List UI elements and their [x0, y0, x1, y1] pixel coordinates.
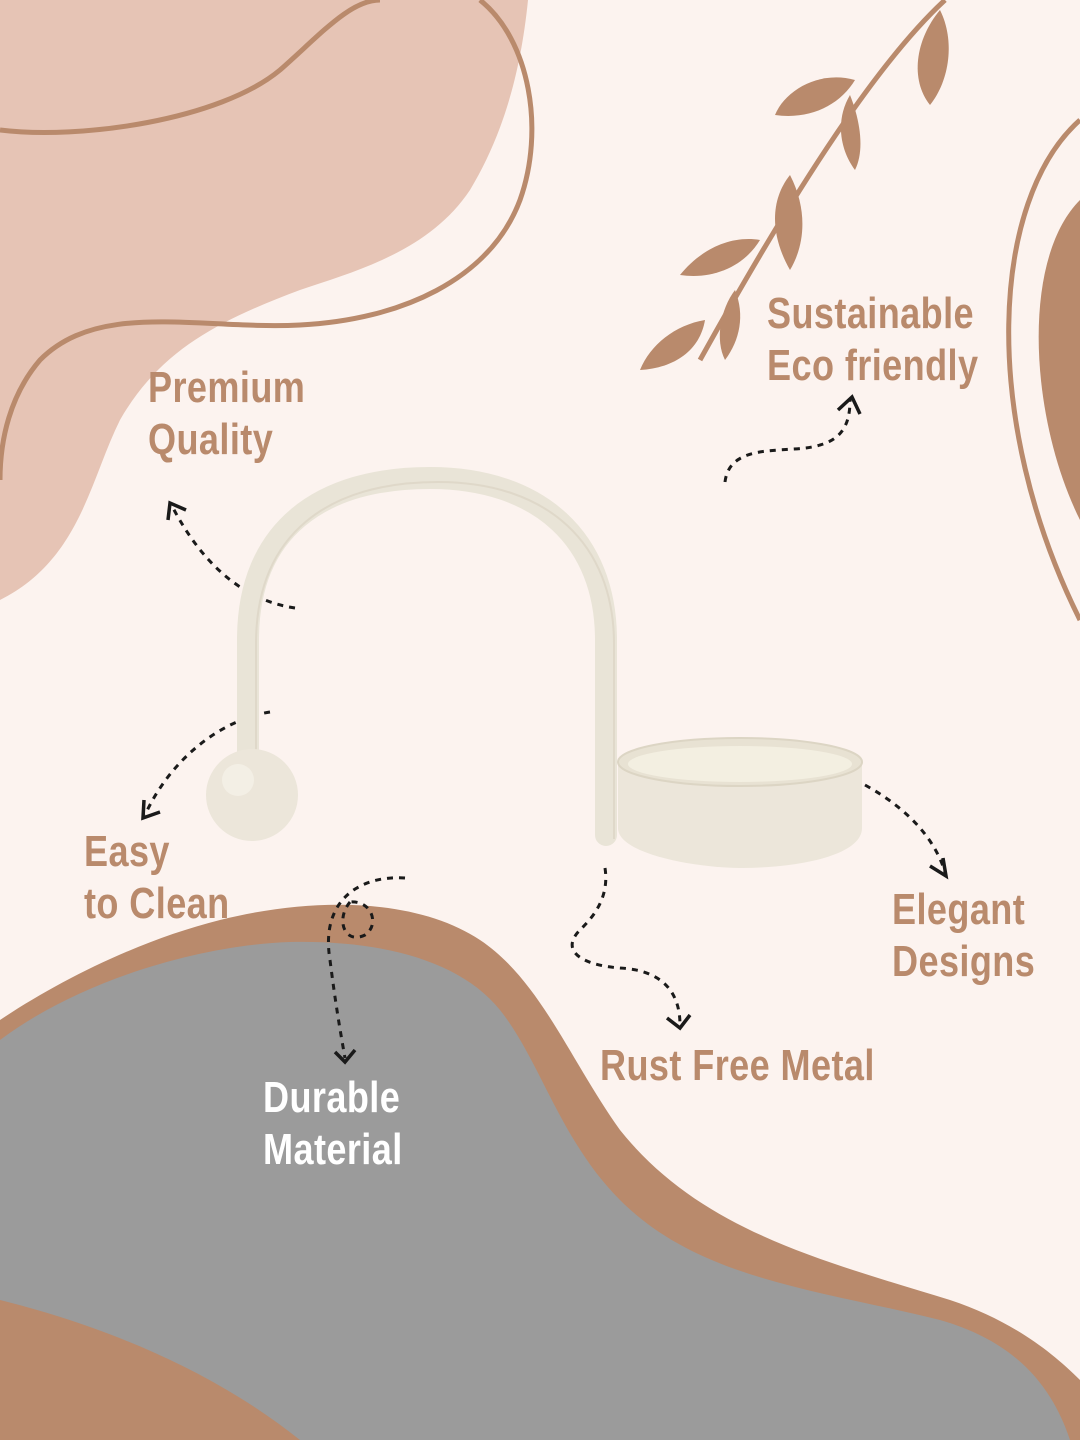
feature-premium-quality: Premium Quality [148, 362, 305, 466]
right-arc-outline [1006, 118, 1080, 622]
holder-cup-body [618, 760, 862, 868]
outline-curve-top [0, 0, 381, 135]
feature-elegant-line2: Designs [892, 937, 1036, 986]
blush-blob-shape [0, 0, 528, 600]
feature-easy-line1: Easy [84, 827, 170, 876]
arrow-sustainable [723, 399, 852, 483]
feature-easy-to-clean: Easy to Clean [84, 826, 230, 930]
feature-elegant-line1: Elegant [892, 885, 1026, 934]
feature-rust-line1: Rust Free Metal [600, 1041, 875, 1090]
arrow-elegant [864, 783, 947, 873]
feature-sustainable-line2: Eco friendly [767, 341, 979, 390]
feature-rust-free-metal: Rust Free Metal [600, 1040, 875, 1092]
outline-curve-large [0, 0, 535, 481]
feature-premium-line2: Quality [148, 415, 274, 464]
feature-easy-line2: to Clean [84, 879, 230, 928]
arrow-easy [143, 710, 271, 816]
arrow-rust [570, 867, 682, 1026]
arrow-heads [141, 394, 949, 1065]
feature-sustainable: Sustainable Eco friendly [767, 288, 978, 392]
dotted-arrow-icon [143, 399, 947, 1059]
feature-sustainable-line1: Sustainable [767, 289, 975, 338]
right-arc-shape [1038, 200, 1080, 520]
leaf-branch-icon [640, 0, 949, 370]
feature-durable-line1: Durable [263, 1073, 401, 1122]
arrow-premium [170, 505, 296, 610]
feature-durable-material: Durable Material [263, 1072, 403, 1176]
bottom-grey-blob [0, 941, 1070, 1440]
candle-holder-product [206, 466, 863, 868]
feature-premium-line1: Premium [148, 363, 306, 412]
feature-elegant-designs: Elegant Designs [892, 884, 1035, 988]
arrow-durable [327, 876, 406, 1059]
feature-durable-line2: Material [263, 1125, 403, 1174]
bottom-left-brown-corner [0, 1300, 300, 1440]
holder-arch [237, 466, 617, 846]
